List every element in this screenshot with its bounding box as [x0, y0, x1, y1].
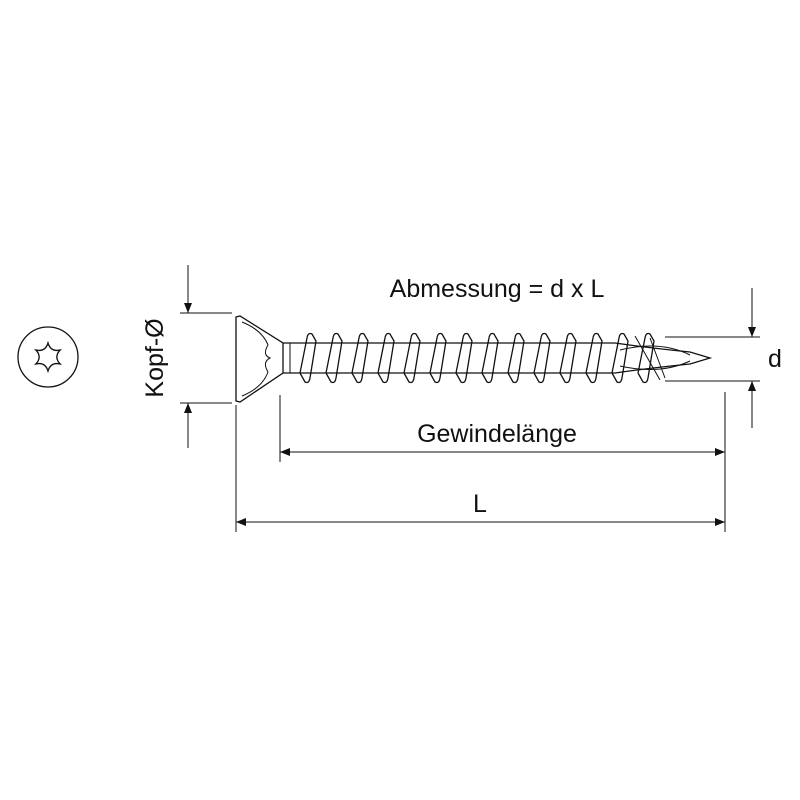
- screw-head-top-view: [17, 326, 79, 388]
- length-dimension: L: [235, 405, 725, 532]
- thread-crest: [585, 332, 603, 384]
- thread-crest: [611, 332, 629, 384]
- thread-crest: [351, 332, 369, 384]
- head-diameter-label: Kopf-Ø: [141, 318, 169, 397]
- length-label: L: [473, 490, 487, 518]
- thread-crest: [481, 332, 499, 384]
- thread-length-label: Gewindelänge: [417, 420, 577, 448]
- thread-crest: [377, 332, 395, 384]
- dimension-formula: Abmessung = d x L: [390, 275, 605, 303]
- screw-side-view: [235, 315, 713, 403]
- torx-star-icon: [33, 340, 63, 374]
- thread-crest: [455, 332, 473, 384]
- head-diameter-dimension: Kopf-Ø: [141, 265, 232, 448]
- thread-crest: [533, 332, 551, 384]
- thread-crest: [299, 332, 317, 384]
- thread-crest: [429, 332, 447, 384]
- thread-crest: [559, 332, 577, 384]
- thread-length-dimension: Gewindelänge: [279, 392, 726, 532]
- thread-crest: [325, 332, 343, 384]
- thread-crest: [637, 332, 655, 384]
- thread-crest: [403, 332, 421, 384]
- diameter-label: d: [768, 345, 782, 373]
- thread-crest: [507, 332, 525, 384]
- diameter-dimension: d: [665, 288, 782, 428]
